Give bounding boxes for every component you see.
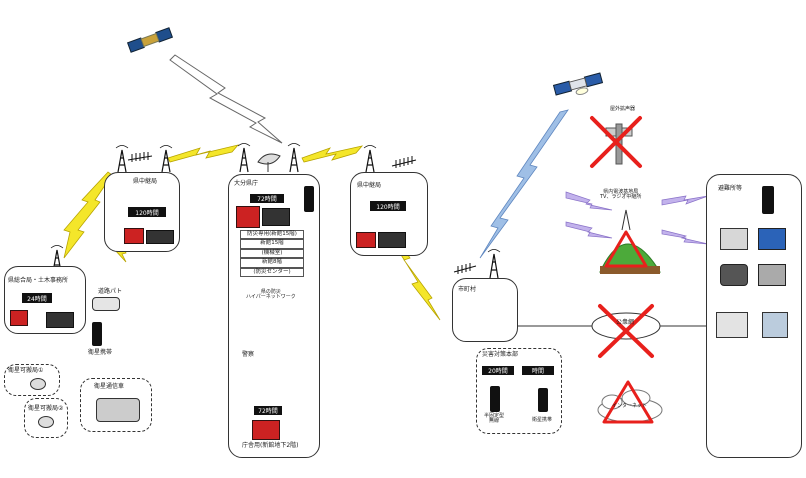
telephone-icon (720, 264, 748, 286)
south-relay-battery: 120時間 (370, 201, 406, 211)
municipality (452, 278, 518, 342)
generator-icon (356, 232, 376, 248)
radio-icon (758, 264, 786, 286)
internet-label: インターネット (612, 403, 648, 409)
hq-generator-label: 庁舎用(新館地下2階) (242, 442, 299, 449)
battery-icon (46, 312, 74, 328)
satellite-icon (126, 27, 174, 53)
portable-station-1-label: 衛星可搬局① (8, 367, 44, 374)
disaster-network-item: 防災専用(新館15階) (240, 230, 304, 240)
disaster-network-item: 新館8階 (240, 258, 304, 268)
public-works-battery: 24時間 (22, 293, 52, 303)
disaster-hq-phone-label: 衛星携帯 (532, 417, 553, 423)
portable-station-2-label: 衛星可搬局② (28, 405, 64, 412)
sat-phone-left-icon (92, 322, 102, 346)
radio-icon (490, 386, 500, 412)
north-relay-title: 県中継局 (133, 178, 158, 185)
disaster-hq-title: 災害対策本部 (482, 351, 519, 358)
generator-icon (124, 228, 144, 244)
public-network-cloud (591, 312, 661, 340)
generator-icon (10, 310, 28, 326)
fax-machine-icon (716, 312, 748, 338)
generator-icon (236, 206, 260, 228)
satellite-dish-icon (257, 153, 281, 172)
disaster-hq-radio-time: 20時間 (482, 366, 514, 375)
satellite-vehicle-label: 衛星通信車 (94, 383, 125, 390)
police-label: 警察 (242, 351, 255, 358)
computer-icon (762, 312, 788, 338)
satellite-icon-right (552, 72, 604, 96)
disaster-network-item: (機械室) (240, 248, 304, 259)
disaster-hq-phone-time: 時間 (522, 366, 554, 375)
municipality-title: 市町村 (458, 286, 477, 293)
dish-icon (38, 416, 54, 428)
hq-battery-label: 72時間 (250, 194, 284, 203)
battery-icon (146, 230, 174, 244)
outdoor-speaker-label: 屋外拡声器 (610, 106, 636, 112)
patrol-car-label: 道路パト (98, 288, 123, 295)
hq-generator-time: 72時間 (254, 406, 282, 415)
south-relay-title: 県中継局 (357, 182, 382, 189)
tv-icon (758, 228, 786, 250)
broadcast-label: 県内電波基地局 TV、ラジオ中継所 (600, 189, 642, 200)
sat-phone-left-label: 衛星携帯 (88, 349, 113, 356)
battery-icon (378, 232, 406, 248)
sat-phone-shelter-icon (762, 186, 774, 214)
sat-phone-hq-icon (304, 186, 314, 212)
battery-icon (262, 208, 290, 226)
dish-icon (30, 378, 46, 390)
disaster-network-item: (防災センター) (240, 267, 304, 278)
generator-icon (252, 420, 280, 440)
shelter-title: 避難所等 (718, 185, 743, 192)
prefecture-network-label: 県の防災 ハイパーネットワーク (246, 289, 296, 300)
fax-icon (720, 228, 748, 250)
broadcast-mountain-icon (599, 209, 661, 274)
north-relay-battery: 120時間 (128, 207, 166, 217)
sat-phone-icon (538, 388, 548, 412)
public-network-label: 公衆網 (616, 319, 635, 326)
purple-lightning-links (565, 191, 709, 245)
prefecture-hq-title: 大分県庁 (234, 180, 259, 187)
blue-lightning-link (479, 109, 569, 259)
disaster-network-list: 防災専用(新館15階) 新館15階 (機械室) 新館8階 (防災センター) (240, 230, 304, 278)
gray-lightning-link (169, 54, 283, 144)
disaster-hq-radio-label: 半固定型 無線 (484, 413, 505, 424)
public-works-title: 県総合局・土木事務所 (8, 277, 69, 284)
patrol-car-icon (92, 297, 120, 311)
vehicle-icon (96, 398, 140, 422)
yagi-antenna-icons (127, 152, 477, 274)
disaster-network-item: 新館15階 (240, 239, 304, 249)
